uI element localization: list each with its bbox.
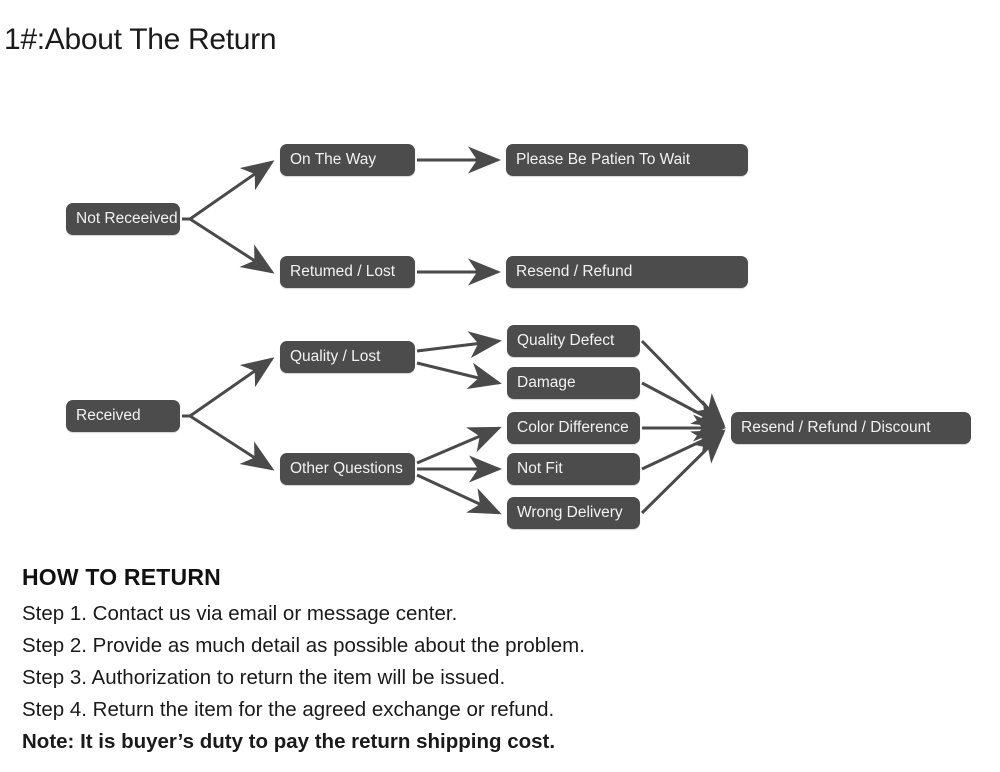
- flow-node-please-be-patien-to-wait[interactable]: Please Be Patien To Wait: [506, 144, 748, 176]
- how-to-return-section: HOW TO RETURN Step 1. Contact us via ema…: [22, 560, 982, 758]
- flow-node-color-difference[interactable]: Color Difference: [507, 412, 640, 444]
- return-process-flowchart: Not Receeived On The Way Please Be Patie…: [66, 144, 971, 529]
- flow-node-resend-refund[interactable]: Resend / Refund: [506, 256, 748, 288]
- edge-received-branch: [182, 357, 275, 471]
- edge-fan-in-to-resend-refund-discount: [640, 339, 726, 515]
- flow-node-retumed-lost[interactable]: Retumed / Lost: [280, 256, 415, 288]
- flow-node-on-the-way[interactable]: On The Way: [280, 144, 415, 176]
- edge-other-questions-branch: [416, 426, 502, 515]
- flow-node-not-fit[interactable]: Not Fit: [507, 453, 640, 485]
- flow-node-wrong-delivery[interactable]: Wrong Delivery: [507, 497, 640, 529]
- flow-node-quality-defect[interactable]: Quality Defect: [507, 325, 640, 357]
- flow-node-received[interactable]: Received: [66, 400, 180, 432]
- edge-quality-lost-branch: [416, 331, 502, 390]
- flow-node-other-questions[interactable]: Other Questions: [280, 453, 415, 485]
- how-to-return-heading: HOW TO RETURN: [22, 564, 221, 590]
- flowchart-arrow-layer: [182, 146, 726, 515]
- flow-node-resend-refund-discount[interactable]: Resend / Refund / Discount: [731, 412, 971, 444]
- flow-node-quality-lost[interactable]: Quality / Lost: [280, 341, 415, 373]
- flow-node-damage[interactable]: Damage: [507, 367, 640, 399]
- how-to-return-step-4: Step 4. Return the item for the agreed e…: [22, 698, 555, 721]
- how-to-return-step-2: Step 2. Provide as much detail as possib…: [22, 634, 585, 657]
- how-to-return-step-1: Step 1. Contact us via email or message …: [22, 602, 458, 625]
- how-to-return-note: Note: It is buyer’s duty to pay the retu…: [22, 730, 556, 753]
- edge-not-received-branch: [182, 160, 275, 274]
- flow-node-not-received[interactable]: Not Receeived: [66, 203, 180, 235]
- page-title: 1#:About The Return: [4, 23, 277, 56]
- how-to-return-step-3: Step 3. Authorization to return the item…: [22, 666, 506, 689]
